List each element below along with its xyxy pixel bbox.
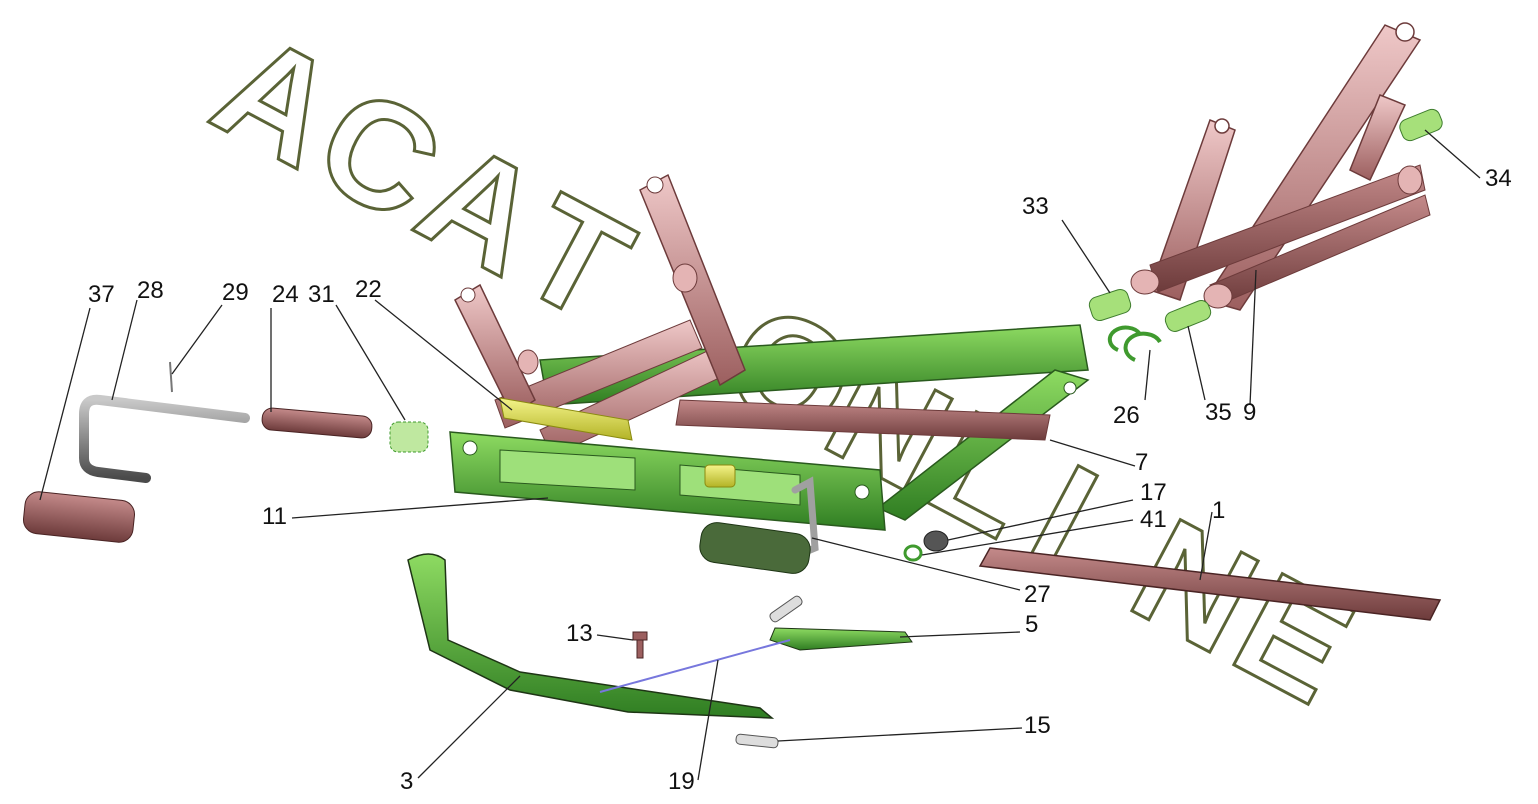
spring-upper	[769, 595, 803, 623]
lever-rod-28	[79, 394, 250, 483]
pedal-lever-3	[407, 553, 775, 719]
spring-15	[735, 733, 779, 749]
tube-24	[261, 407, 373, 439]
callout-9: 9	[1243, 399, 1256, 426]
callout-31: 31	[308, 281, 335, 308]
callout-13: 13	[566, 620, 593, 647]
callout-27: 27	[1024, 581, 1051, 608]
callout-19: 19	[668, 768, 695, 795]
callout-17: 17	[1140, 479, 1167, 506]
cable-19	[599, 639, 791, 693]
callout-41: 41	[1140, 506, 1167, 533]
bolt-13	[632, 631, 648, 659]
callout-24: 24	[272, 281, 299, 308]
slide-rail-1	[978, 547, 1442, 621]
callout-35: 35	[1205, 399, 1232, 426]
callout-29: 29	[222, 279, 249, 306]
callout-33: 33	[1022, 193, 1049, 220]
callout-11: 11	[262, 503, 287, 530]
callout-7: 7	[1135, 449, 1148, 476]
callout-labels: 37 28 29 24 31 22 33 34 26 35 9 7 17 41 …	[88, 165, 1512, 795]
callout-26: 26	[1113, 402, 1140, 429]
callout-1: 1	[1212, 497, 1225, 524]
bracket-5	[769, 627, 913, 651]
grip-37	[22, 491, 136, 543]
callout-34: 34	[1485, 165, 1512, 192]
pin-33	[1088, 288, 1132, 322]
seat-slide-frame	[449, 173, 1090, 531]
pin-29	[169, 361, 173, 393]
pin-35	[1164, 300, 1212, 332]
pin-34	[1399, 108, 1443, 142]
washer-41	[903, 544, 923, 562]
spring-31	[389, 421, 429, 453]
callout-5: 5	[1025, 611, 1038, 638]
bushing-17	[923, 530, 949, 552]
callout-28: 28	[137, 277, 164, 304]
circlip-26	[1107, 325, 1162, 362]
callout-37: 37	[88, 281, 115, 308]
lift-frame-assembly-9	[1130, 22, 1431, 311]
leader-lines	[39, 129, 1481, 781]
callout-3: 3	[400, 768, 413, 795]
callout-22: 22	[355, 276, 382, 303]
handle-27	[699, 476, 819, 574]
callout-15: 15	[1024, 712, 1051, 739]
